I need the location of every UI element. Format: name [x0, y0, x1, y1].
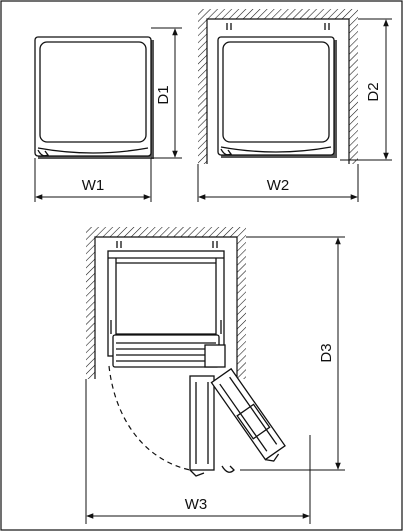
door-swing-arc	[108, 365, 191, 471]
w2-label: W2	[267, 177, 290, 194]
open-fridge	[107, 241, 226, 368]
w3-label: W3	[185, 496, 208, 513]
d3-label: D3	[318, 343, 335, 362]
door-hinge-icon	[220, 148, 232, 156]
door-hinge-icon	[37, 149, 49, 157]
door-hinge-icon	[221, 465, 235, 473]
w1-label: W1	[82, 177, 105, 194]
d2-label: D2	[365, 82, 382, 101]
d2-dimension	[340, 18, 392, 161]
niche-walls	[198, 9, 358, 164]
d1-label: D1	[155, 85, 172, 104]
niche-fridge	[217, 23, 337, 158]
door-90-degrees	[189, 375, 235, 477]
fridge-door-panel	[39, 41, 147, 143]
freestanding-unit	[34, 36, 154, 159]
corner-walls	[86, 227, 246, 379]
w2-dimension	[197, 164, 359, 202]
w1-dimension	[34, 158, 152, 202]
d1-dimension	[151, 27, 182, 159]
door-angled	[210, 367, 286, 462]
fridge-body	[34, 36, 152, 157]
door-bottom-curve	[37, 147, 149, 154]
w3-dimension	[85, 379, 311, 524]
d3-dimension	[240, 236, 345, 471]
